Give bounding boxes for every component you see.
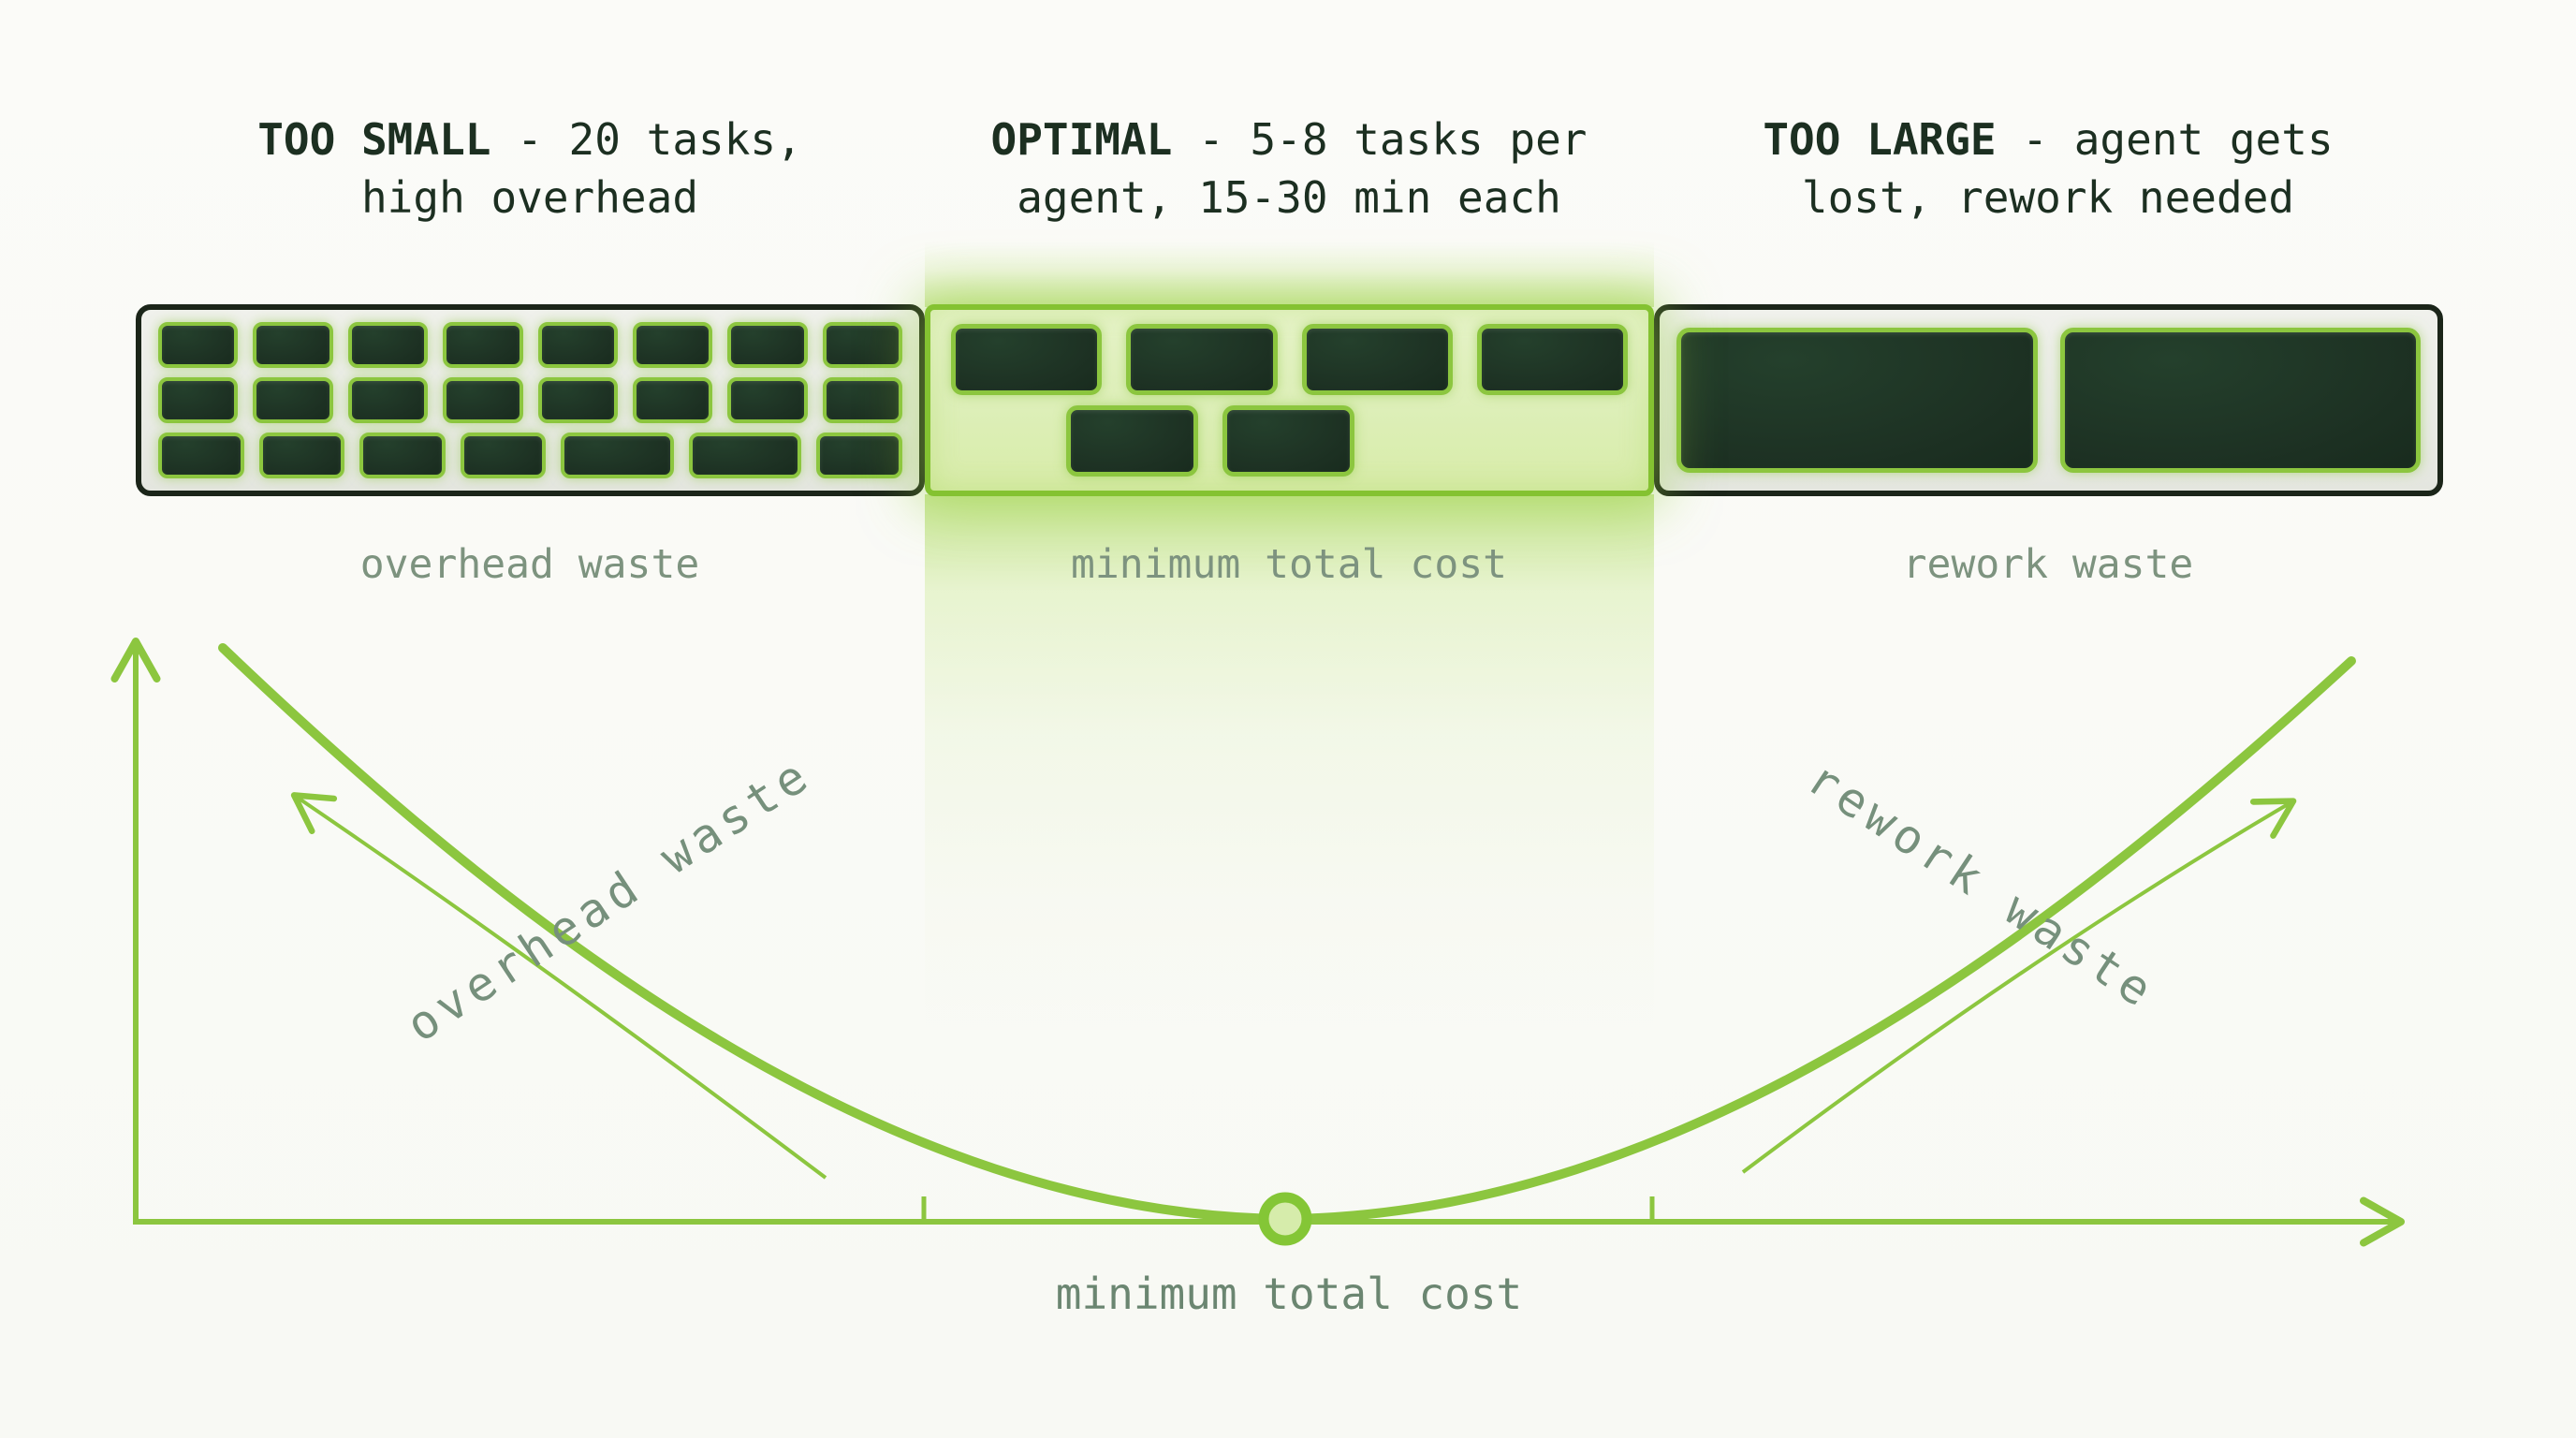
task-block	[158, 433, 244, 478]
title-too-small-rest: - 20 tasks, high overhead	[360, 114, 828, 223]
caption-overhead-waste: overhead waste	[359, 541, 700, 588]
task-block	[727, 322, 808, 368]
rework-waste-curve-label: rework waste	[1798, 751, 2166, 1020]
task-block	[537, 377, 618, 423]
task-block	[258, 433, 344, 478]
task-block	[822, 377, 902, 423]
task-block	[816, 433, 902, 478]
title-optimal-rest: - 5-8 tasks per agent, 15-30 min each	[1017, 114, 1614, 223]
title-optimal: OPTIMAL - 5-8 tasks per agent, 15-30 min…	[961, 110, 1617, 227]
caption-minimum-total-cost: minimum total cost	[1071, 541, 1507, 588]
task-block-row	[1065, 404, 1628, 477]
task-block	[1126, 324, 1278, 396]
task-block	[460, 433, 546, 478]
task-block	[347, 322, 429, 368]
panel-optimal	[925, 304, 1654, 496]
task-block	[158, 377, 239, 423]
task-block-row	[158, 377, 902, 423]
task-block	[2059, 328, 2421, 473]
task-block	[1222, 404, 1354, 477]
panel-too-large	[1654, 304, 2443, 496]
task-block	[727, 377, 808, 423]
overhead-waste-curve-label: overhead waste	[397, 746, 821, 1052]
caption-rework-waste: rework waste	[1902, 541, 2194, 588]
task-block-row	[951, 324, 1628, 396]
task-block	[632, 377, 713, 423]
task-block	[158, 322, 239, 368]
panel-too-small	[136, 304, 925, 496]
task-block	[822, 322, 902, 368]
task-block	[1676, 328, 2038, 473]
title-too-large: TOO LARGE - agent gets lost, rework need…	[1720, 110, 2376, 227]
task-block	[688, 433, 802, 478]
title-too-small: TOO SMALL - 20 tasks, high overhead	[202, 110, 857, 227]
task-block	[561, 433, 674, 478]
minimum-point-marker	[1258, 1192, 1312, 1246]
title-too-large-keyword: TOO LARGE	[1763, 114, 1997, 165]
task-block-row	[1676, 322, 2421, 478]
task-block	[443, 322, 523, 368]
task-panels-strip	[136, 304, 2443, 496]
task-block	[1065, 404, 1198, 477]
task-block	[951, 324, 1103, 396]
task-block	[632, 322, 713, 368]
task-block	[253, 322, 333, 368]
title-too-small-keyword: TOO SMALL	[257, 114, 491, 165]
task-block	[443, 377, 523, 423]
minimum-total-cost-axis-label: minimum total cost	[1056, 1269, 1523, 1319]
rework-waste-arrow	[1741, 798, 2297, 1174]
task-block	[537, 322, 618, 368]
task-block	[359, 433, 446, 478]
title-too-large-rest: - agent gets lost, rework needed	[1801, 114, 2360, 223]
optimal-glow-top	[925, 242, 1654, 307]
task-block-row	[158, 433, 902, 478]
task-block	[347, 377, 429, 423]
overhead-waste-arrow	[290, 792, 827, 1180]
task-block	[1476, 324, 1628, 396]
title-optimal-keyword: OPTIMAL	[990, 114, 1173, 165]
task-block-row	[158, 322, 902, 368]
task-block	[1301, 324, 1453, 396]
task-block	[253, 377, 333, 423]
optimal-glow-band	[925, 494, 1654, 1028]
